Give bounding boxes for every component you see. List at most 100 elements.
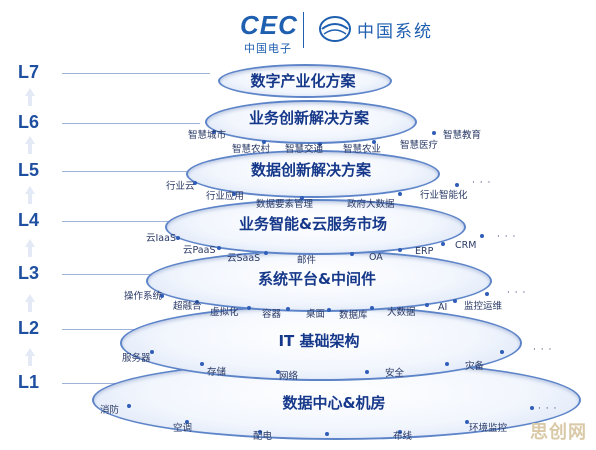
- layer-ring-l3: [146, 250, 492, 312]
- up-arrow-icon: [25, 88, 35, 96]
- ring-dot: [398, 248, 402, 252]
- layer-ring-l6: [205, 100, 417, 144]
- ring-dot: [264, 251, 268, 255]
- level-label-l5: L5: [18, 160, 40, 180]
- up-arrow-icon: [25, 239, 35, 247]
- layer-item: 智慧农业: [343, 144, 382, 155]
- ring-dot: [530, 406, 534, 410]
- level-label-l3: L3: [18, 263, 40, 283]
- layer-title-l1: 数据中心&机房: [282, 394, 386, 412]
- level-connector-line: [62, 329, 150, 330]
- layer-item: 监控运维: [464, 301, 503, 312]
- ring-dot: [185, 420, 189, 424]
- up-arrow-icon: [25, 186, 35, 194]
- ring-dot: [247, 306, 251, 310]
- ring-dot: [465, 420, 469, 424]
- layer-item: 云IaaS: [146, 233, 176, 244]
- ring-dot: [127, 404, 131, 408]
- level-connector-line: [62, 171, 190, 172]
- layer-item: 大数据: [387, 307, 416, 318]
- level-label-l7: L7: [18, 62, 40, 82]
- layer-item: 桌面: [306, 309, 326, 320]
- more-items-ellipsis: · · ·: [472, 178, 492, 188]
- ring-dot: [432, 131, 436, 135]
- level-connector-line: [62, 383, 130, 384]
- more-items-ellipsis: · · ·: [538, 404, 558, 414]
- ring-dot: [318, 142, 322, 146]
- ring-dot: [217, 246, 221, 250]
- layer-item: 配电: [253, 431, 273, 442]
- up-arrow-stem: [28, 247, 32, 257]
- layer-item: 智慧农村: [232, 144, 271, 155]
- up-arrow-stem: [28, 194, 32, 204]
- layer-item: 智慧医疗: [400, 140, 439, 151]
- logo-divider: [303, 12, 304, 48]
- layer-title-l5: 数据创新解决方案: [250, 161, 372, 179]
- ring-dot: [350, 252, 354, 256]
- up-arrow-stem: [28, 356, 32, 366]
- level-connector-line: [62, 274, 168, 275]
- layer-title-l6: 业务创新解决方案: [248, 109, 370, 127]
- ring-dot: [193, 181, 197, 185]
- layer-item: 环境监控: [469, 423, 508, 434]
- ring-dot: [441, 242, 445, 246]
- up-arrow-icon: [25, 294, 35, 302]
- layer-item: 智慧交通: [285, 144, 324, 155]
- ring-dot: [212, 130, 216, 134]
- layer-item: 行业应用: [206, 191, 245, 202]
- layer-ring-l7: [218, 64, 392, 98]
- layer-item: CRM: [455, 240, 477, 251]
- layer-item: 网络: [279, 371, 299, 382]
- layer-item: 虚拟化: [210, 307, 239, 318]
- more-items-ellipsis: · · ·: [507, 288, 527, 298]
- layer-item: 消防: [100, 405, 120, 416]
- up-arrow-icon: [25, 348, 35, 356]
- layer-item: 政府大数据: [347, 199, 395, 210]
- ring-dot: [485, 292, 489, 296]
- ring-dot: [372, 140, 376, 144]
- layer-title-l7: 数字产业化方案: [250, 72, 356, 90]
- layer-item: 行业云: [166, 181, 195, 192]
- layer-item: 数据要素管理: [256, 199, 314, 210]
- layer-title-l4: 业务智能&云服务市场: [238, 215, 388, 233]
- ring-dot: [232, 192, 236, 196]
- china-system-logo-text: 中国系统: [357, 22, 433, 42]
- layer-item: 云SaaS: [227, 253, 261, 264]
- ring-dot: [160, 294, 164, 298]
- up-arrow-stem: [28, 144, 32, 154]
- ring-dot: [370, 306, 374, 310]
- ring-dot: [176, 236, 180, 240]
- ring-dot: [365, 370, 369, 374]
- ring-dot: [327, 308, 331, 312]
- layer-item: 灾备: [465, 361, 485, 372]
- level-label-l4: L4: [18, 210, 40, 230]
- layer-item: 数据库: [339, 310, 368, 321]
- layer-item: 容器: [262, 309, 282, 320]
- ring-dot: [398, 192, 402, 196]
- more-items-ellipsis: · · ·: [497, 232, 517, 242]
- ring-dot: [262, 140, 266, 144]
- ring-dot: [258, 430, 262, 434]
- up-arrow-stem: [28, 302, 32, 312]
- ring-dot: [500, 350, 504, 354]
- level-label-l6: L6: [18, 112, 40, 132]
- ring-dot: [445, 362, 449, 366]
- layer-item: 邮件: [297, 255, 317, 266]
- layer-item: AI: [438, 302, 448, 313]
- layer-item: 服务器: [122, 353, 151, 364]
- layer-item: ERP: [415, 246, 434, 257]
- layer-item: 布线: [393, 431, 413, 442]
- layer-item: 存储: [207, 367, 227, 378]
- layer-ring-l4: [165, 199, 466, 255]
- layer-item: 智慧教育: [443, 130, 482, 141]
- cec-logo: CEC: [240, 10, 298, 40]
- ring-dot: [276, 370, 280, 374]
- ring-dot: [325, 432, 329, 436]
- layer-item: OA: [369, 252, 383, 263]
- layer-item: 超融合: [173, 301, 202, 312]
- ring-dot: [195, 300, 199, 304]
- up-arrow-stem: [28, 96, 32, 106]
- ring-dot: [480, 234, 484, 238]
- up-arrow-icon: [25, 136, 35, 144]
- layer-item: 云PaaS: [183, 245, 216, 256]
